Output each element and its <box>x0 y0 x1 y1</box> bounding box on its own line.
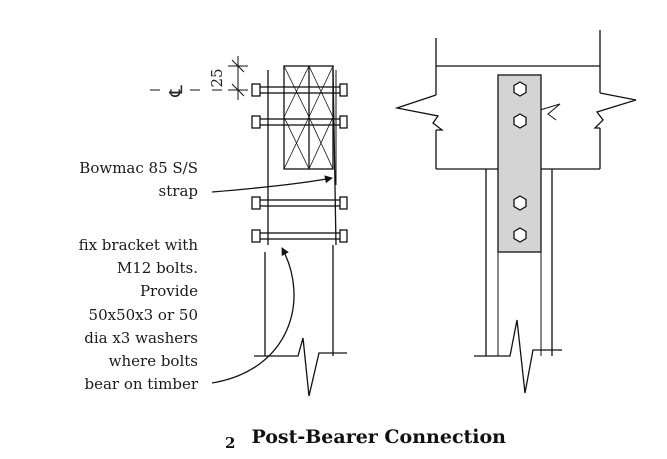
front-post-break <box>474 319 562 394</box>
bracket-note-line: 50x50x3 or 50 <box>88 305 198 324</box>
bracket-note-line: dia x3 washers <box>84 328 198 347</box>
dimension-value: 25 <box>208 68 226 87</box>
timber-hatching <box>283 65 334 170</box>
bracket-leader <box>211 247 295 384</box>
bearer-right-break <box>593 92 637 129</box>
side-elevation <box>150 56 348 397</box>
caption-number: 2 <box>225 434 236 452</box>
bracket-plate <box>497 74 542 253</box>
bracket-note-line: where bolts <box>108 352 198 371</box>
hex-bolt-1 <box>513 81 527 97</box>
strap-note-line: Bowmac 85 S/S <box>79 159 198 177</box>
strap-note-line: strap <box>158 182 198 200</box>
figure-caption: 2 Post-Bearer Connection <box>225 426 506 452</box>
bearer-left-break <box>394 94 444 131</box>
hex-bolt-3 <box>513 195 527 211</box>
bolt-2 <box>251 115 348 129</box>
post-break-line <box>254 337 347 397</box>
bolt-1 <box>251 83 348 97</box>
bolt-4 <box>251 229 348 243</box>
bracket-plate-right <box>332 69 337 246</box>
caption-title: Post-Bearer Connection <box>251 426 506 448</box>
front-elevation <box>394 30 637 394</box>
strap-note: Bowmac 85 S/S strap <box>79 157 198 203</box>
bracket-note-line: fix bracket with <box>78 236 198 254</box>
bracket-note-line: bear on timber <box>84 375 198 394</box>
strap-leader <box>211 175 333 193</box>
bracket-note-line: Provide <box>139 282 198 301</box>
bearer-mid-break <box>539 103 561 121</box>
hex-bolt-2 <box>513 113 527 129</box>
centerline-symbol: ℄ <box>166 85 187 98</box>
bolt-3 <box>251 196 348 210</box>
bracket-note: fix bracket with M12 bolts. Provide 50x5… <box>79 234 198 396</box>
bracket-note-line: M12 bolts. <box>116 259 198 278</box>
dimension-25 <box>228 56 248 100</box>
hex-bolt-4 <box>513 227 527 243</box>
